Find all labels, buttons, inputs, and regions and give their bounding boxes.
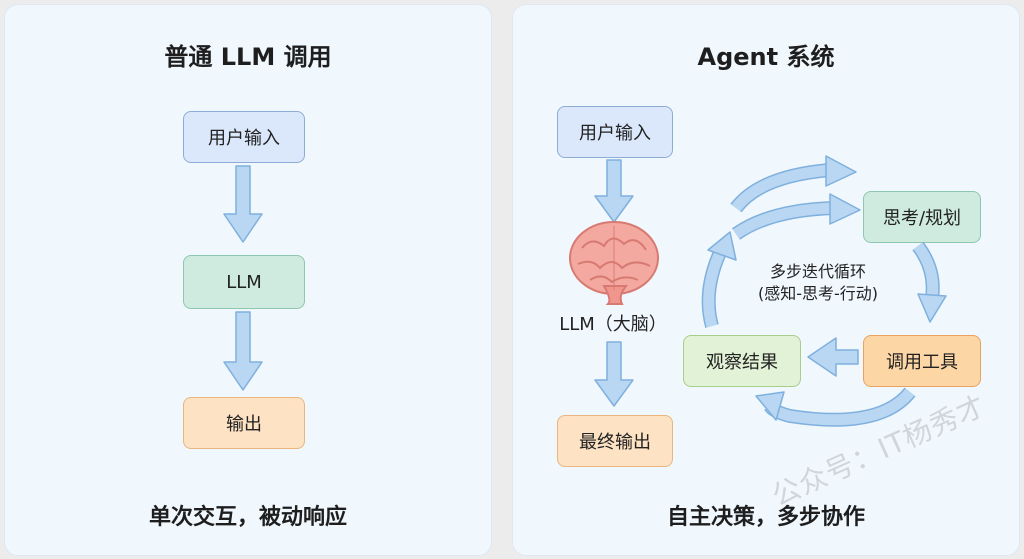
left-arrow-llm-to-output (223, 311, 263, 391)
loop-label-line2: (感知-思考-行动) (757, 284, 879, 303)
loop-arrow-top-inner (731, 193, 861, 240)
loop-arrow-tool-to-observe (807, 337, 859, 377)
right-arrow-input-to-brain (594, 159, 634, 223)
left-panel-title: 普通 LLM 调用 (164, 43, 332, 71)
loop-arrow-left-up (701, 231, 737, 328)
brain-icon (569, 221, 659, 305)
right-panel-title: Agent 系统 (697, 43, 835, 71)
loop-arrow-think-to-tool (912, 241, 947, 323)
right-arrow-brain-to-final (594, 341, 634, 407)
output-node: 输出 (183, 397, 305, 449)
left-panel-footer: 单次交互，被动响应 (148, 505, 347, 530)
left-panel: 普通 LLM 调用 用户输入 LLM 输出 单次交互，被动响应 (4, 4, 492, 556)
agent-user-input-node: 用户输入 (557, 106, 673, 158)
observe-result-node: 观察结果 (683, 335, 801, 387)
user-input-node: 用户输入 (183, 111, 305, 163)
right-panel-footer: 自主决策，多步协作 (666, 505, 865, 530)
llm-brain-label: LLM（大脑） (559, 314, 667, 335)
call-tool-node: 调用工具 (863, 335, 981, 387)
llm-node: LLM (183, 255, 305, 309)
left-arrow-input-to-llm (223, 165, 263, 243)
loop-label-line1: 多步迭代循环 (769, 262, 866, 281)
loop-arrow-bottom (755, 387, 916, 427)
final-output-node: 最终输出 (557, 415, 673, 467)
think-plan-node: 思考/规划 (863, 191, 981, 243)
loop-arrow-top-outer (730, 155, 857, 213)
